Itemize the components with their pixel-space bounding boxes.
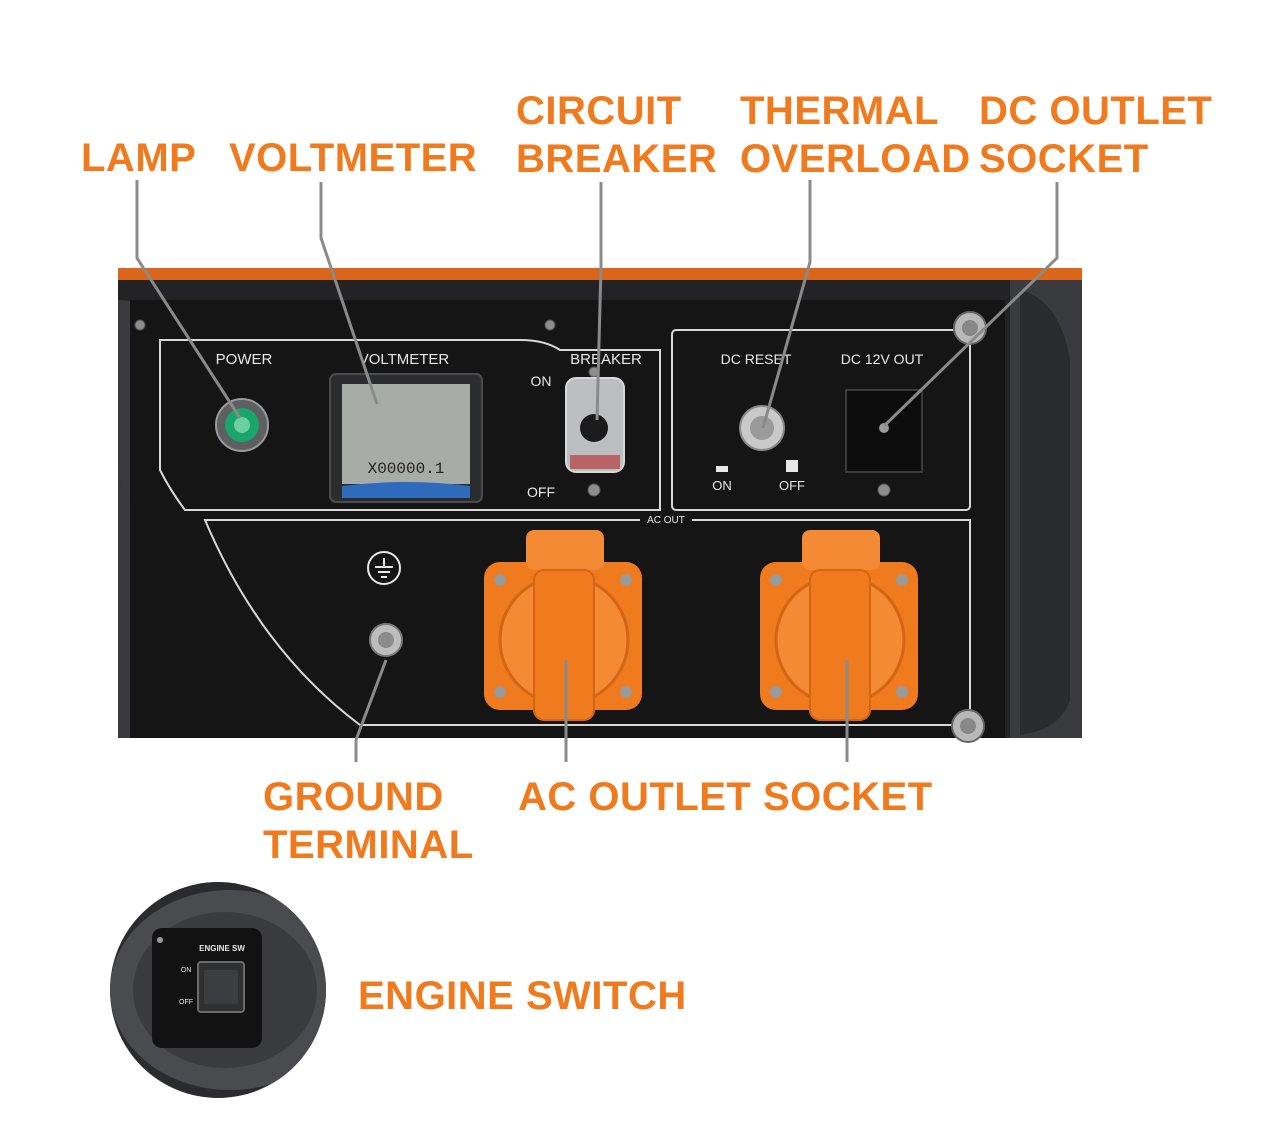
ac-outlet-socket-left[interactable] xyxy=(484,530,642,721)
voltmeter-reading: X00000.1 xyxy=(368,460,445,478)
reset-on-label: ON xyxy=(712,478,732,493)
ground-terminal-callout: GROUND TERMINAL xyxy=(263,775,474,867)
engine-off-label: OFF xyxy=(179,999,193,1006)
voltmeter-leader xyxy=(319,182,379,405)
reset-on-symbol xyxy=(716,466,728,472)
breaker-label: BREAKER xyxy=(570,351,642,368)
voltmeter-callout: VOLTMETER xyxy=(229,136,478,180)
lamp-callout: LAMP xyxy=(81,136,197,180)
breaker-on-label: ON xyxy=(531,373,552,389)
thermal-overload-leader xyxy=(761,180,812,429)
dc-reset-label: DC RESET xyxy=(721,351,792,367)
lamp-leader xyxy=(135,180,242,419)
dc-panel-outline xyxy=(671,329,971,511)
upper-left-panel-outline xyxy=(159,339,661,511)
ac-outlet-socket-right[interactable] xyxy=(760,530,918,721)
dc-outlet-socket-callout: DC OUTLET SOCKET xyxy=(979,89,1213,181)
ac-out-label: AC OUT xyxy=(647,515,685,526)
voltmeter-display xyxy=(342,384,470,484)
dc-outlet-leader xyxy=(882,182,1059,428)
breaker-leader xyxy=(595,182,603,421)
breaker-off-label: OFF xyxy=(527,484,555,500)
ac-panel-outline xyxy=(203,519,971,726)
ground-leader xyxy=(354,659,388,762)
breaker-knob[interactable] xyxy=(580,414,608,442)
circuit-breaker-callout: CIRCUIT BREAKER xyxy=(516,89,718,181)
reset-off-label: OFF xyxy=(779,478,805,493)
engine-sw-label: ENGINE SW xyxy=(199,944,245,953)
panel-screws xyxy=(134,319,891,497)
thermal-overload-callout: THERMAL OVERLOAD xyxy=(740,89,971,181)
dc-12v-out-label: DC 12V OUT xyxy=(841,351,924,367)
voltmeter-brand-strip xyxy=(342,482,470,498)
power-label: POWER xyxy=(216,351,273,368)
engine-switch-callout: ENGINE SWITCH xyxy=(358,974,687,1018)
voltmeter-label: VOLTMETER xyxy=(359,351,450,368)
engine-on-label: ON xyxy=(181,967,192,974)
ground-symbol-icon xyxy=(367,551,401,585)
ac-outlet-socket-callout: AC OUTLET SOCKET xyxy=(518,775,933,819)
reset-off-symbol xyxy=(786,460,798,472)
